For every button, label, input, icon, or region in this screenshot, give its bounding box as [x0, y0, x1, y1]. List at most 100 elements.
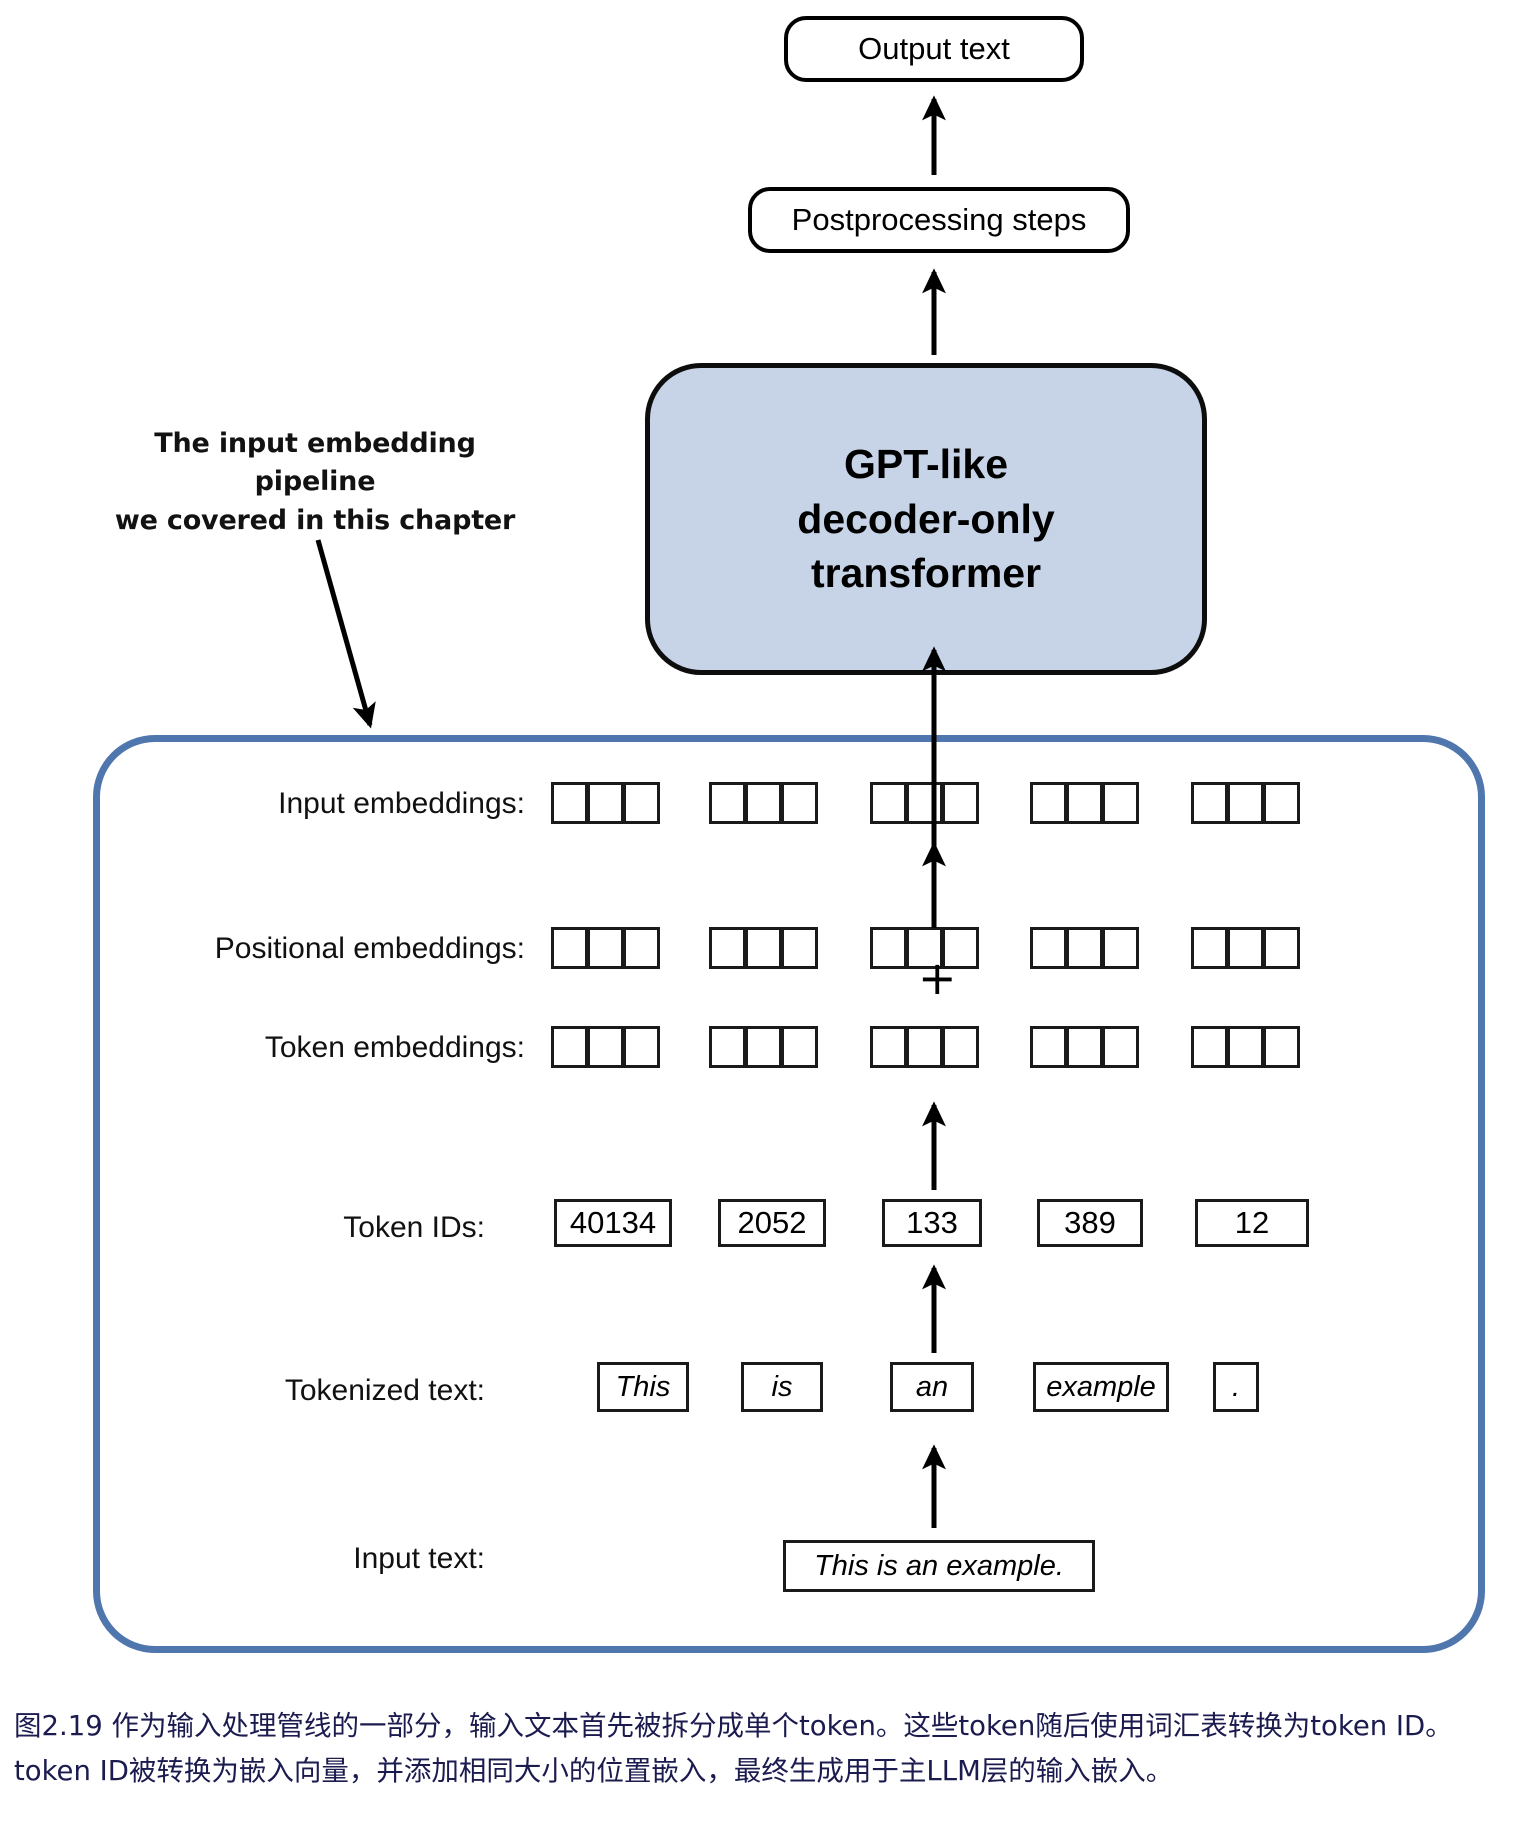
figure-caption: 图2.19 作为输入处理管线的一部分，输入文本首先被拆分成单个token。这些t…: [14, 1710, 1453, 1787]
token-embedding-cell: [942, 1026, 979, 1068]
token-id-box: 2052: [718, 1199, 826, 1247]
token-embedding-group: [1191, 1026, 1300, 1068]
positional-embedding-cell: [1030, 927, 1067, 969]
tokenized-text-value: an: [915, 1370, 949, 1403]
tokenized-text-box: is: [741, 1362, 823, 1412]
positional-embedding-cell: [709, 927, 746, 969]
input-text-box: This is an example.: [783, 1540, 1095, 1592]
token-embedding-cell: [745, 1026, 782, 1068]
positional-embedding-cell: [1191, 927, 1228, 969]
input-embedding-cell: [1066, 782, 1103, 824]
token-embedding-cell: [1102, 1026, 1139, 1068]
positional-embeddings-row-label: Positional embeddings:: [214, 932, 525, 965]
token-embedding-cell: [1030, 1026, 1067, 1068]
positional-embedding-cell: [906, 927, 943, 969]
token-embedding-cell: [587, 1026, 624, 1068]
input-embedding-cell: [870, 782, 907, 824]
tokenized-text-box: .: [1213, 1362, 1259, 1412]
positional-embedding-cell: [587, 927, 624, 969]
token-id-value: 12: [1234, 1205, 1270, 1240]
input-embedding-cell: [1191, 782, 1228, 824]
gpt-model-line-1: GPT-like: [843, 440, 1009, 487]
token-embedding-group: [870, 1026, 979, 1068]
input-embedding-cell: [781, 782, 818, 824]
tokenized-text-value: is: [771, 1370, 793, 1403]
positional-embedding-cell: [745, 927, 782, 969]
token-embedding-cell: [870, 1026, 907, 1068]
gpt-model-line-3: transformer: [810, 550, 1042, 597]
positional-embedding-cell: [1227, 927, 1264, 969]
positional-embedding-cell: [942, 927, 979, 969]
gpt-model-label: GPT-like decoder-only transformer: [797, 437, 1054, 602]
annotation-line-2: we covered in this chapter: [114, 504, 516, 536]
positional-embedding-cell: [1066, 927, 1103, 969]
token-embedding-cell: [1263, 1026, 1300, 1068]
token-embedding-cell: [709, 1026, 746, 1068]
tokenized-text-box: example: [1033, 1362, 1169, 1412]
input-text-row-label: Input text:: [353, 1542, 485, 1575]
input-embedding-cell: [709, 782, 746, 824]
plus-operator: +: [918, 951, 957, 1005]
output-text-box: Output text: [784, 16, 1084, 82]
annotation-line-1: The input embedding pipeline: [154, 428, 476, 498]
tokenized-text-value: .: [1231, 1370, 1241, 1403]
tokenized-text-row-label: Tokenized text:: [284, 1374, 485, 1407]
token-id-value: 40134: [569, 1205, 657, 1240]
token-ids-row-label: Token IDs:: [343, 1211, 485, 1244]
input-embedding-cell: [587, 782, 624, 824]
gpt-model-line-2: decoder-only: [797, 495, 1055, 542]
input-embedding-group: [1191, 782, 1300, 824]
postprocessing-steps-box: Postprocessing steps: [748, 187, 1130, 253]
input-embedding-cell: [1263, 782, 1300, 824]
token-embedding-cell: [1227, 1026, 1264, 1068]
input-embedding-cell: [942, 782, 979, 824]
token-id-value: 2052: [737, 1205, 807, 1240]
input-embedding-group: [1030, 782, 1139, 824]
input-embedding-cell: [1102, 782, 1139, 824]
arrow-annotation-to-pipeline: [315, 539, 376, 729]
pipeline-annotation: The input embedding pipeline we covered …: [100, 425, 530, 540]
positional-embedding-group: [709, 927, 818, 969]
positional-embedding-cell: [551, 927, 588, 969]
input-embedding-cell: [1030, 782, 1067, 824]
output-text-label: Output text: [858, 31, 1010, 66]
token-embedding-cell: [551, 1026, 588, 1068]
positional-embedding-cell: [623, 927, 660, 969]
token-embedding-group: [551, 1026, 660, 1068]
positional-embedding-cell: [1263, 927, 1300, 969]
token-embedding-group: [709, 1026, 818, 1068]
token-embedding-cell: [1191, 1026, 1228, 1068]
positional-embedding-cell: [870, 927, 907, 969]
input-embedding-group: [709, 782, 818, 824]
tokenized-text-value: This: [615, 1370, 671, 1403]
token-id-value: 133: [906, 1205, 958, 1240]
input-embedding-cell: [1227, 782, 1264, 824]
input-embedding-cell: [551, 782, 588, 824]
input-embedding-cell: [906, 782, 943, 824]
token-embedding-cell: [906, 1026, 943, 1068]
positional-embedding-group: [870, 927, 979, 969]
positional-embedding-cell: [1102, 927, 1139, 969]
token-embeddings-row-label: Token embeddings:: [264, 1031, 525, 1064]
positional-embedding-group: [1030, 927, 1139, 969]
positional-embedding-group: [551, 927, 660, 969]
token-id-box: 12: [1195, 1199, 1309, 1247]
input-embedding-group: [870, 782, 979, 824]
gpt-decoder-model-box: GPT-like decoder-only transformer: [645, 363, 1207, 675]
input-text-value: This is an example.: [814, 1549, 1064, 1582]
token-id-box: 133: [882, 1199, 982, 1247]
token-embedding-cell: [1066, 1026, 1103, 1068]
input-embedding-cell: [623, 782, 660, 824]
token-embedding-cell: [623, 1026, 660, 1068]
token-id-value: 389: [1064, 1205, 1116, 1240]
token-id-box: 389: [1037, 1199, 1143, 1247]
input-embedding-cell: [745, 782, 782, 824]
input-embedding-group: [551, 782, 660, 824]
positional-embedding-group: [1191, 927, 1300, 969]
postprocessing-steps-label: Postprocessing steps: [791, 202, 1087, 237]
tokenized-text-value: example: [1046, 1370, 1156, 1403]
tokenized-text-box: This: [597, 1362, 689, 1412]
positional-embedding-cell: [781, 927, 818, 969]
token-id-box: 40134: [554, 1199, 672, 1247]
